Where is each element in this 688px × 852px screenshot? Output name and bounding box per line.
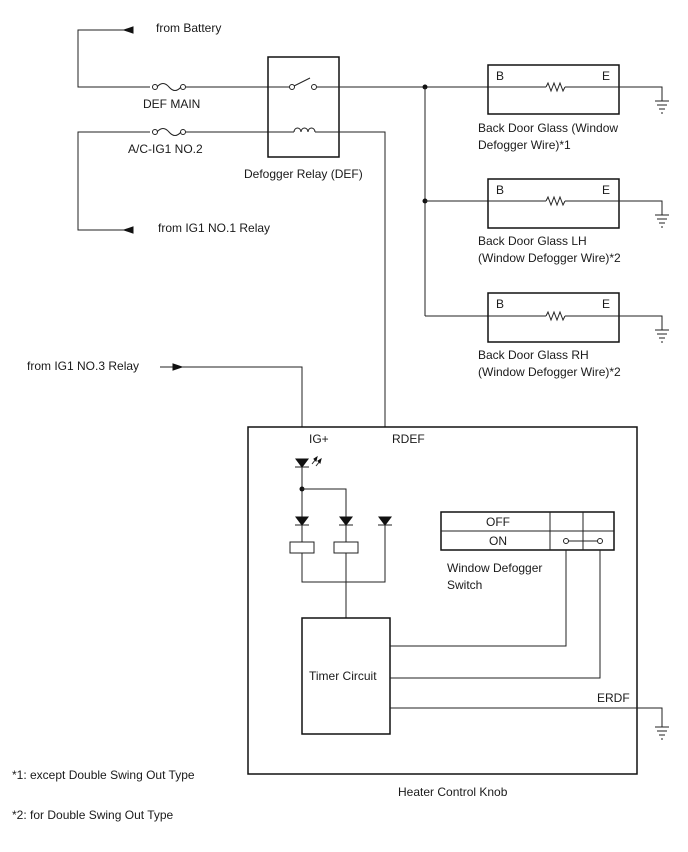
ground-icon — [655, 329, 669, 343]
heater-control-knob-label: Heater Control Knob — [398, 785, 508, 799]
window-defogger-switch: OFF ON Window Defogger Switch — [440, 511, 615, 592]
glass-e-terminal: E — [602, 297, 610, 311]
footnote-1: *1: except Double Swing Out Type — [12, 768, 195, 782]
glass-e-terminal: E — [602, 183, 610, 197]
from-ig1-no3-label: from IG1 NO.3 Relay — [27, 359, 139, 373]
arrow-icon — [122, 226, 134, 234]
relay-coil-icon — [268, 127, 339, 133]
switch-on-label: ON — [489, 534, 507, 548]
resistor-icon — [545, 195, 566, 207]
glass-name-line1: Back Door Glass RH — [478, 348, 589, 362]
from-ig1-no1-label: from IG1 NO.1 Relay — [158, 221, 270, 235]
footnote-2: *2: for Double Swing Out Type — [12, 808, 174, 822]
window-defogger-switch-label-1: Window Defogger — [447, 561, 542, 575]
def-main-label: DEF MAIN — [143, 97, 200, 111]
glass-bus — [339, 84, 488, 317]
glass-name-line1: Back Door Glass (Window — [478, 121, 618, 135]
arrow-icon — [172, 363, 184, 371]
relay-switch-icon — [268, 77, 339, 90]
timer-circuit-label: Timer Circuit — [309, 669, 377, 683]
glass-b-terminal: B — [496, 69, 504, 83]
led-icon — [295, 455, 322, 468]
back-door-glass-lh: B E Back Door Glass LH (Window Defogger … — [478, 178, 669, 265]
rdef-wire — [339, 131, 386, 517]
fuse-icon — [152, 128, 186, 136]
defogger-relay-label: Defogger Relay (DEF) — [244, 167, 363, 181]
battery-feed: from Battery DEF MAIN — [77, 21, 268, 111]
heater-control-knob: IG+ RDEF — [247, 426, 669, 799]
ac-ig1-no2-label: A/C-IG1 NO.2 — [128, 142, 203, 156]
glass-b-terminal: B — [496, 183, 504, 197]
erdf-label: ERDF — [597, 691, 630, 705]
switch-contact-icon — [563, 538, 603, 544]
rdef-label: RDEF — [392, 432, 425, 446]
glass-b-terminal: B — [496, 297, 504, 311]
glass-name-line2: Defogger Wire)*1 — [478, 138, 571, 152]
arrow-icon — [122, 26, 134, 34]
ground-icon — [655, 100, 669, 114]
switch-off-label: OFF — [486, 515, 510, 529]
window-defogger-switch-label-2: Switch — [447, 578, 482, 592]
ig-plus-label: IG+ — [309, 432, 329, 446]
resistor-icon — [545, 81, 566, 93]
ground-icon — [655, 726, 669, 740]
glass-name-line2: (Window Defogger Wire)*2 — [478, 365, 621, 379]
glass-e-terminal: E — [602, 69, 610, 83]
resistor-icon — [545, 310, 566, 322]
glass-name-line2: (Window Defogger Wire)*2 — [478, 251, 621, 265]
glass-name-line1: Back Door Glass LH — [478, 234, 587, 248]
ig1-no1-feed: A/C-IG1 NO.2 from IG1 NO.1 Relay — [77, 128, 270, 235]
fuse-icon — [152, 83, 186, 91]
back-door-glass-rh: B E Back Door Glass RH (Window Defogger … — [478, 292, 669, 379]
defogger-relay: Defogger Relay (DEF) — [244, 56, 363, 181]
ground-icon — [655, 214, 669, 228]
from-battery-label: from Battery — [156, 21, 221, 35]
back-door-glass-1: B E Back Door Glass (Window Defogger Wir… — [478, 64, 669, 152]
